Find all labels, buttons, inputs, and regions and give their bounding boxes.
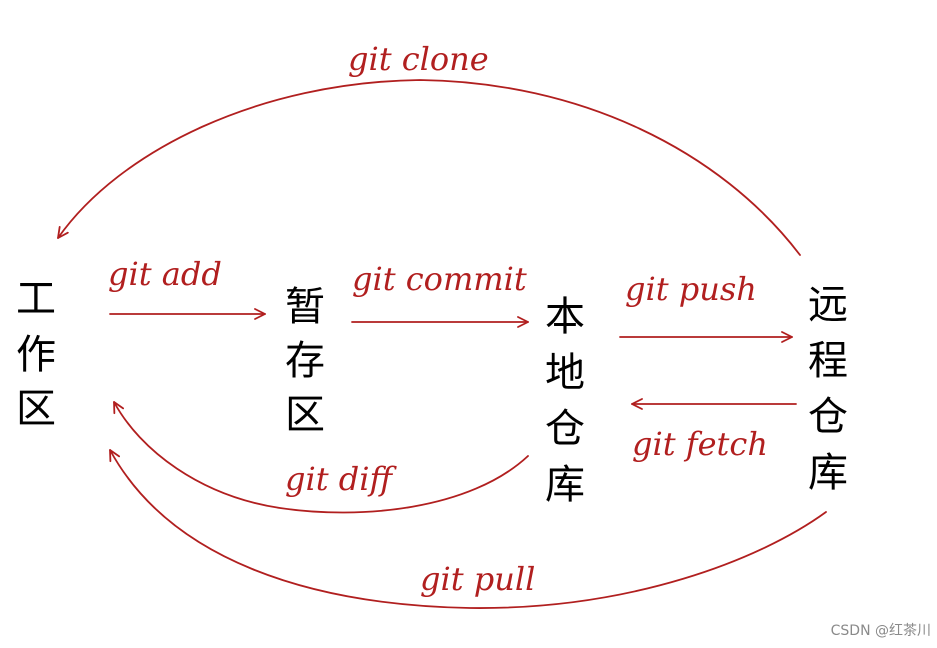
git-diff-label: git diff xyxy=(285,460,397,498)
git-pull-arrow xyxy=(109,449,827,609)
svg-text:地: 地 xyxy=(545,350,585,396)
git-pull-label: git pull xyxy=(420,560,535,598)
svg-text:工: 工 xyxy=(16,276,56,322)
git-commit-label: git commit xyxy=(352,260,527,298)
svg-text:本: 本 xyxy=(545,294,585,340)
git-push-label: git push xyxy=(625,270,757,308)
git-clone-arrow xyxy=(57,79,801,256)
watermark-text: CSDN @红茶川 xyxy=(830,623,931,639)
git-fetch-label: git fetch xyxy=(632,425,768,463)
svg-text:暂: 暂 xyxy=(285,284,325,330)
svg-text:程: 程 xyxy=(808,338,848,384)
local-repo-node: 本 地 仓 库 xyxy=(545,294,585,508)
svg-text:仓: 仓 xyxy=(808,394,848,440)
svg-text:存: 存 xyxy=(285,338,325,384)
remote-repo-node: 远 程 仓 库 xyxy=(808,282,848,496)
git-add-label: git add xyxy=(108,255,222,293)
svg-text:作: 作 xyxy=(16,332,56,378)
git-diff-arrow xyxy=(113,401,529,514)
svg-text:仓: 仓 xyxy=(545,406,585,452)
git-clone-label: git clone xyxy=(348,40,489,78)
svg-text:库: 库 xyxy=(808,450,848,496)
svg-text:区: 区 xyxy=(16,386,56,432)
svg-text:库: 库 xyxy=(545,462,585,508)
svg-text:远: 远 xyxy=(808,282,848,328)
svg-text:区: 区 xyxy=(285,392,325,438)
workspace-node: 工 作 区 xyxy=(16,276,56,432)
staging-node: 暂 存 区 xyxy=(285,284,325,438)
